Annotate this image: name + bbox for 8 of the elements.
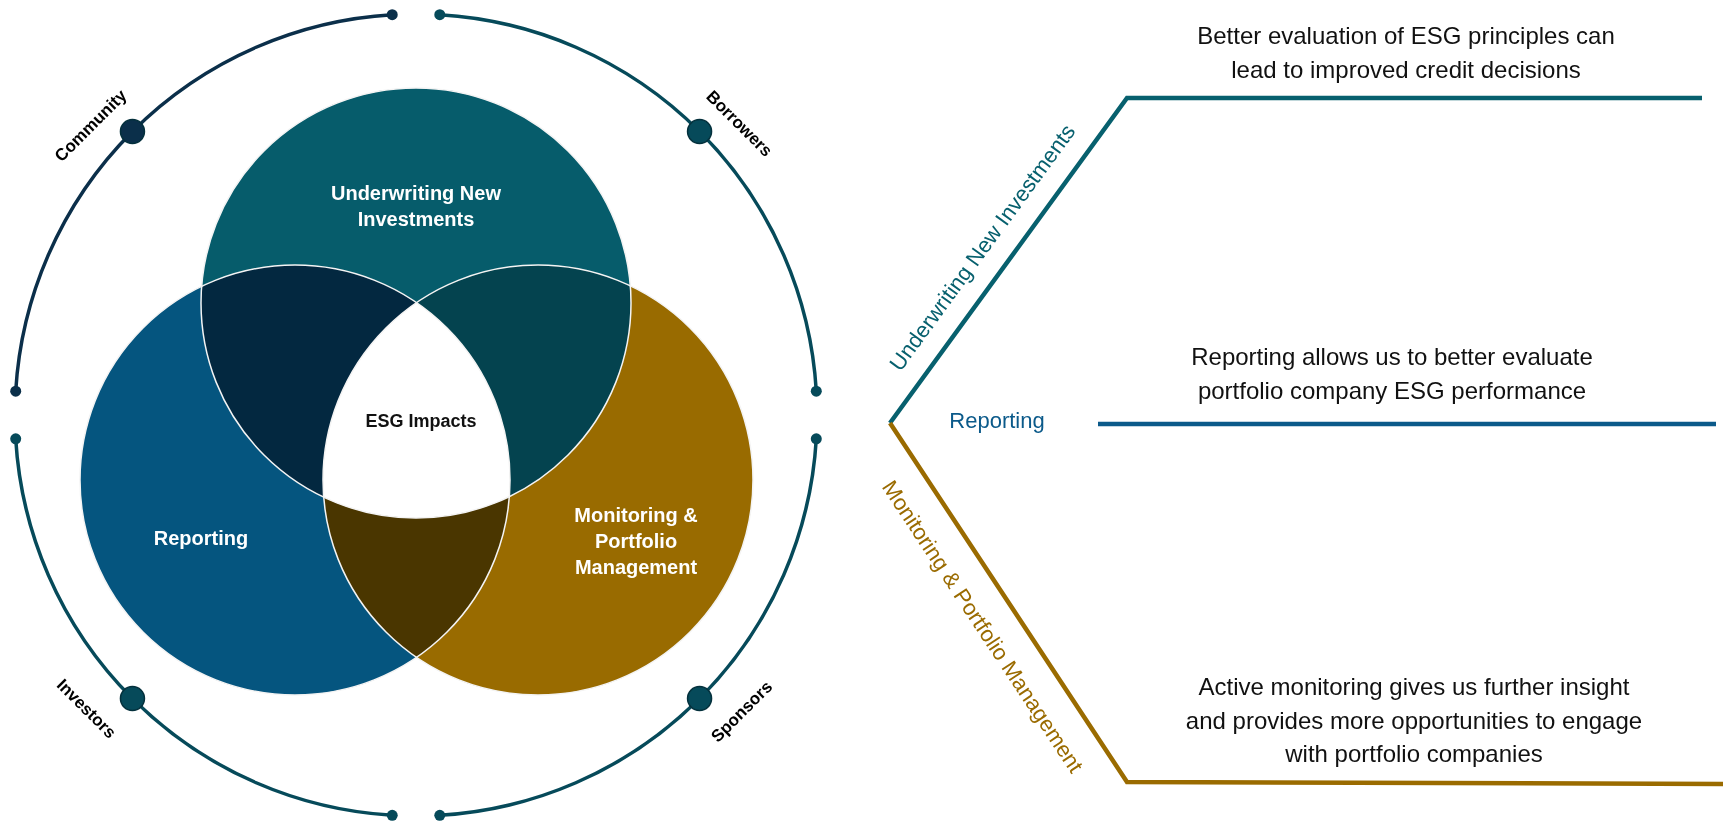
description-text: Active monitoring gives us further insight and provides more opportunities to engage with portfolio companies <box>1184 671 1644 769</box>
center-label: ESG Impacts <box>361 410 481 434</box>
circle-label: Monitoring & Portfolio Management <box>536 502 736 580</box>
description-text: Reporting allows us to better evaluate portfolio company ESG performance <box>1190 342 1594 406</box>
branch-label: Reporting <box>948 406 1046 435</box>
circle-label: Underwriting New Investments <box>296 180 536 232</box>
circle-label: Reporting <box>126 525 276 551</box>
description-text: Better evaluation of ESG principles can lead to improved credit decisions <box>1196 21 1616 85</box>
